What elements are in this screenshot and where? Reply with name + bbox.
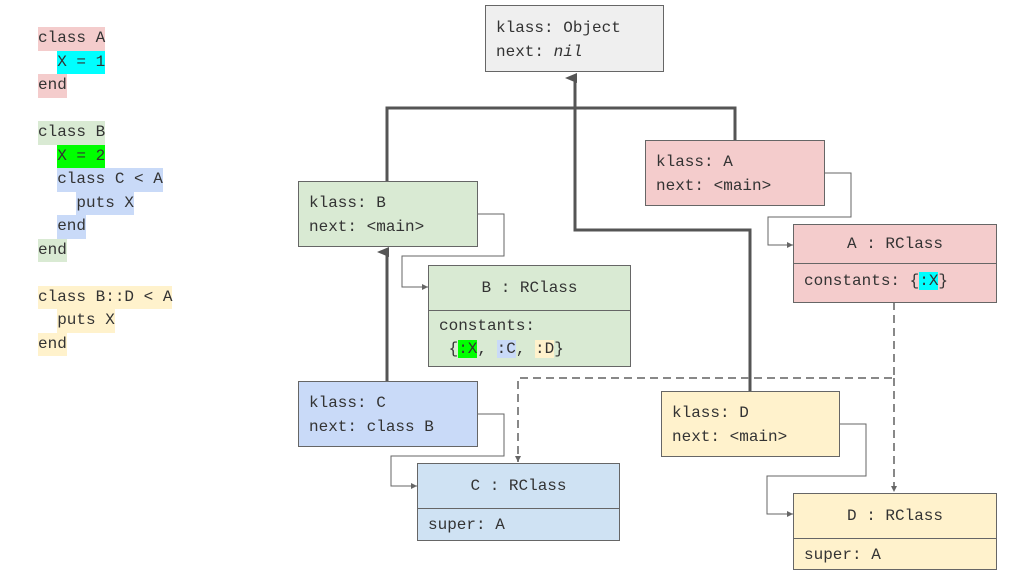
- code-text: X = 1: [57, 50, 106, 74]
- cref-b-klass: klass: B: [309, 194, 386, 212]
- code-line: X = 2: [38, 144, 172, 168]
- link-cref-d-to-rclass-d: [766, 423, 867, 517]
- cref-object-klass: klass: Object: [496, 19, 621, 37]
- rclass-b-constants: constants: {:X, :C, :D}: [439, 317, 564, 358]
- code-text: puts X: [57, 309, 115, 333]
- rclass-b-title: B : RClass: [429, 266, 630, 311]
- code-line: end: [38, 74, 172, 98]
- code-text: end: [57, 215, 87, 239]
- code-text: X = 2: [57, 144, 106, 168]
- code-text: end: [38, 332, 67, 356]
- rclass-c-super: super: A: [428, 516, 505, 534]
- code-line: puts X: [38, 191, 172, 215]
- code-line: X = 1: [38, 50, 172, 74]
- code-text: puts X: [76, 191, 135, 215]
- constant-d: :D: [535, 340, 555, 358]
- code-line: class B::D < A: [38, 285, 173, 309]
- cref-a: klass: A next: <main>: [645, 140, 825, 206]
- constant-x: :X: [458, 340, 478, 358]
- link-cref-b-to-rclass-b: [401, 213, 505, 290]
- cref-d-klass: klass: D: [672, 404, 749, 422]
- code-line: class C < A: [38, 168, 172, 192]
- cref-b-next: next: <main>: [309, 218, 425, 236]
- cref-a-next: next: <main>: [656, 177, 772, 195]
- link-b-to-object: [385, 106, 737, 181]
- cref-object-next: next: nil: [496, 43, 583, 61]
- cref-d-next: next: <main>: [672, 428, 788, 446]
- code-line: class A: [38, 27, 172, 51]
- link-cref-c-to-rclass-c: [390, 413, 505, 489]
- code-line: class B: [38, 121, 172, 145]
- cref-c-klass: klass: C: [309, 394, 386, 412]
- code-line: end: [38, 238, 172, 262]
- rclass-c-title: C : RClass: [418, 464, 619, 509]
- cref-c-next: next: class B: [309, 418, 434, 436]
- code-text: class B: [38, 121, 106, 145]
- cref-c: klass: C next: class B: [298, 381, 478, 447]
- cref-object: klass: Object next: nil: [485, 5, 664, 72]
- constant-x: :X: [919, 272, 939, 290]
- rclass-a-constants: constants: {:X}: [804, 272, 949, 290]
- code-text: class B::D < A: [38, 285, 173, 309]
- code-text: class A: [38, 27, 106, 51]
- rclass-d: D : RClass super: A: [793, 493, 997, 570]
- cref-a-klass: klass: A: [656, 153, 733, 171]
- super-c-to-a: [515, 302, 895, 462]
- rclass-a: A : RClass constants: {:X}: [793, 224, 997, 303]
- code-line: puts X: [38, 309, 172, 333]
- code-text: end: [38, 238, 67, 262]
- code-text: end: [38, 74, 67, 98]
- rclass-a-title: A : RClass: [794, 225, 996, 264]
- cref-b: klass: B next: <main>: [298, 181, 478, 247]
- link-cref-a-to-rclass-a: [767, 172, 852, 248]
- code-text: class C < A: [57, 168, 163, 192]
- rclass-c: C : RClass super: A: [417, 463, 620, 541]
- code-line: end: [38, 332, 172, 356]
- rclass-b: B : RClass constants: {:X, :C, :D}: [428, 265, 631, 367]
- cref-d: klass: D next: <main>: [661, 391, 840, 457]
- rclass-d-super: super: A: [804, 546, 881, 564]
- code-line: end: [38, 215, 172, 239]
- constant-c: :C: [496, 340, 516, 358]
- link-d-to-object: [565, 73, 752, 391]
- rclass-d-title: D : RClass: [794, 494, 996, 539]
